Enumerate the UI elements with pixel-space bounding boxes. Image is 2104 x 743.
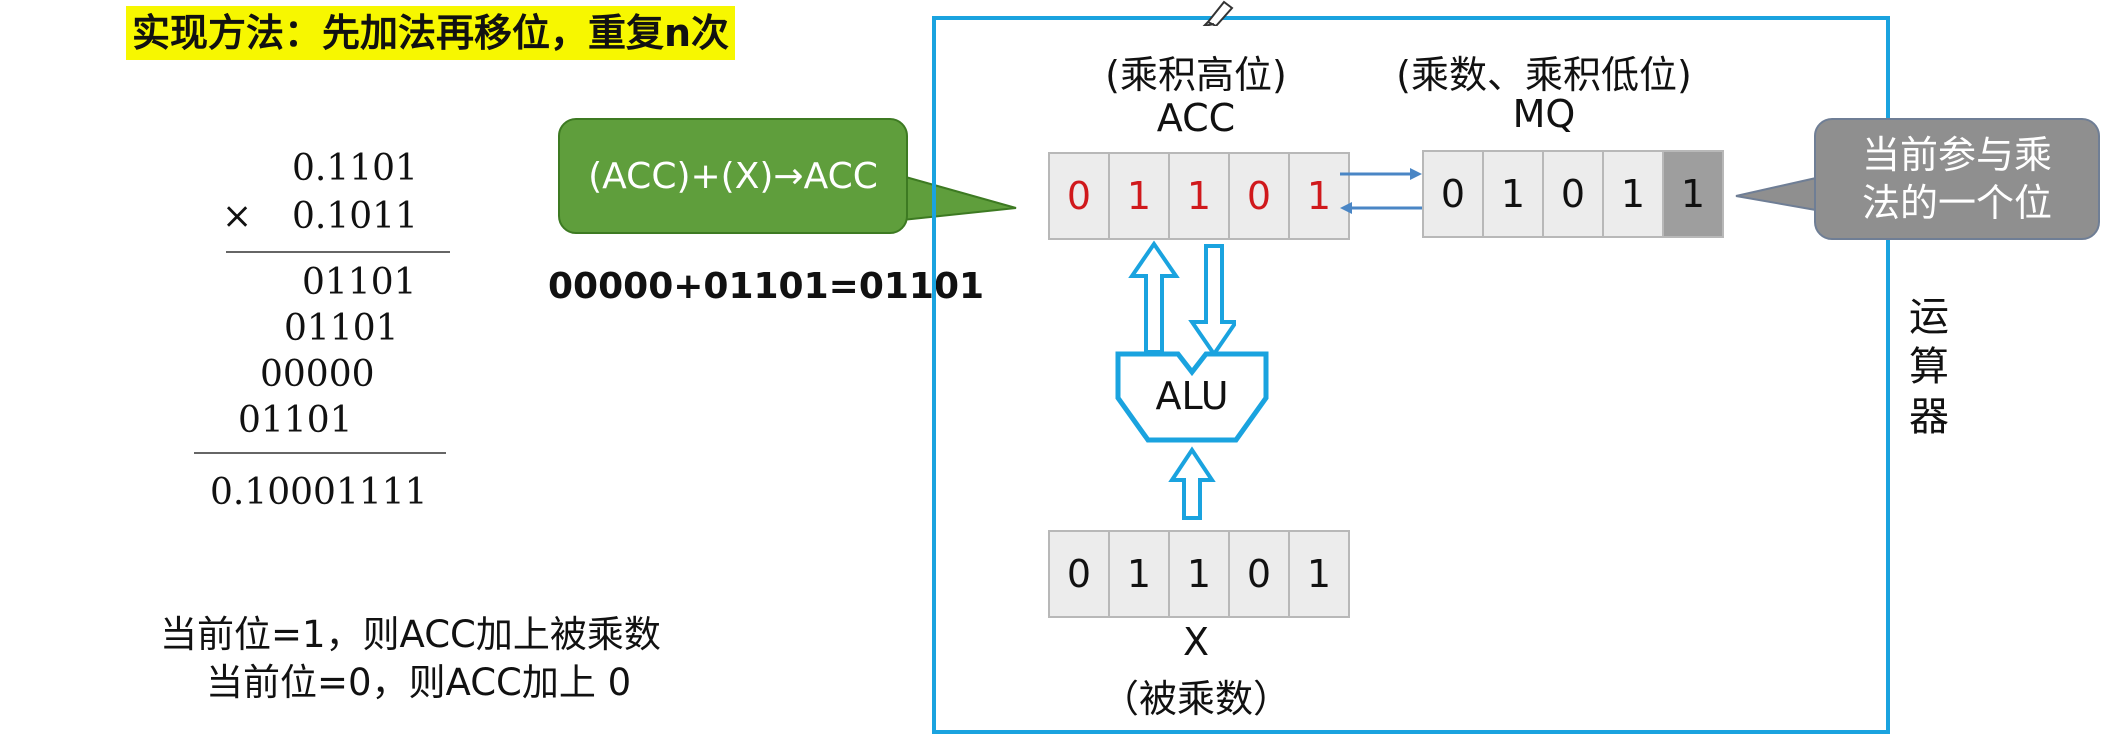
rule-bit-zero: 当前位=0，则ACC加上 0 xyxy=(206,661,632,704)
gray-callout-tail xyxy=(1735,176,1817,212)
mq-bit: 1 xyxy=(1602,150,1664,238)
mq-bit: 0 xyxy=(1542,150,1604,238)
arithmetic-unit-char-1: 运 xyxy=(1909,294,1949,340)
sum-line-bottom xyxy=(194,452,446,454)
arithmetic-unit-frame xyxy=(932,16,1890,734)
multiplicand: 0.1101 xyxy=(292,148,418,189)
arithmetic-unit-label: 运 算 器 xyxy=(1904,292,1954,442)
mq-bit: 0 xyxy=(1422,150,1484,238)
acc-mq-link-arrows xyxy=(1340,168,1422,214)
page-title: 实现方法：先加法再移位，重复n次 xyxy=(126,6,736,60)
current-bit-callout-line-1: 当前参与乘 xyxy=(1861,133,2052,177)
current-bit-callout: 当前参与乘 法的一个位 xyxy=(1814,118,2100,240)
arithmetic-unit-char-3: 器 xyxy=(1909,394,1949,440)
acc-bit: 1 xyxy=(1168,152,1230,240)
acc-register: 0 1 1 0 1 xyxy=(1048,152,1350,240)
multiplier: 0.1011 xyxy=(292,196,418,237)
x-bit: 0 xyxy=(1048,530,1110,618)
x-bit: 1 xyxy=(1108,530,1170,618)
mq-current-bit: 1 xyxy=(1662,150,1724,238)
mq-register: 0 1 0 1 1 xyxy=(1422,150,1724,238)
partial-product-2: 01101 xyxy=(284,308,399,349)
alu-label: ALU xyxy=(1155,374,1229,418)
arithmetic-unit-char-2: 算 xyxy=(1909,344,1949,390)
x-alu-arrow xyxy=(1168,446,1216,520)
times-sign: × xyxy=(222,196,253,237)
alu-shape xyxy=(1115,351,1269,443)
partial-product-1: 01101 xyxy=(302,262,417,303)
x-bit: 1 xyxy=(1288,530,1350,618)
x-caption: （被乘数） xyxy=(1100,677,1291,721)
x-bit: 1 xyxy=(1168,530,1230,618)
partial-product-4: 01101 xyxy=(238,400,353,441)
current-bit-callout-line-2: 法的一个位 xyxy=(1861,181,2052,225)
mq-caption: (乘数、乘积低位) xyxy=(1396,53,1692,97)
operation-callout: (ACC)+(X)→ACC xyxy=(558,118,908,234)
mq-label: MQ xyxy=(1512,92,1576,136)
partial-product-3: 00000 xyxy=(260,354,375,395)
mq-bit: 1 xyxy=(1482,150,1544,238)
x-label: X xyxy=(1182,620,1210,664)
step-equation: 00000+01101=01101 xyxy=(548,266,985,307)
multiplication-result: 0.10001111 xyxy=(210,472,428,513)
acc-bit: 1 xyxy=(1288,152,1350,240)
acc-label: ACC xyxy=(1156,96,1236,140)
acc-alu-arrows xyxy=(1128,240,1236,358)
rule-bit-one: 当前位=1，则ACC加上被乘数 xyxy=(160,613,661,656)
acc-bit: 0 xyxy=(1048,152,1110,240)
acc-caption: (乘积高位) xyxy=(1105,53,1287,97)
x-bit: 0 xyxy=(1228,530,1290,618)
x-register: 0 1 1 0 1 xyxy=(1048,530,1350,618)
sum-line-top xyxy=(226,251,450,253)
acc-bit: 0 xyxy=(1228,152,1290,240)
pen-cursor-icon xyxy=(1202,0,1234,26)
acc-bit: 1 xyxy=(1108,152,1170,240)
